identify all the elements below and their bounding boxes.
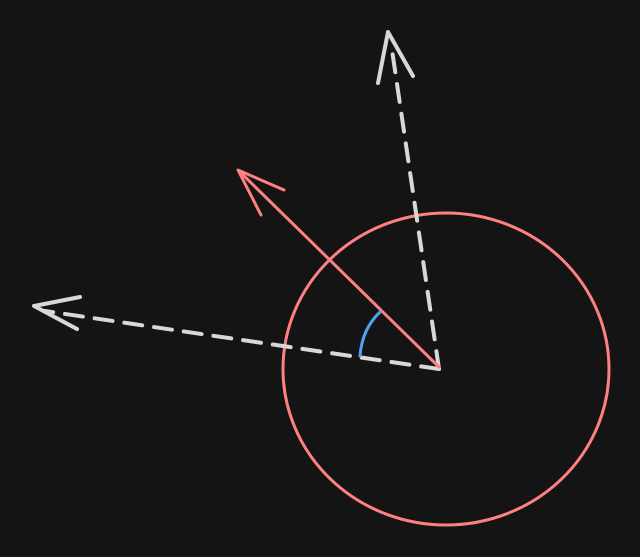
- dashed-axis-left-arrow: [32, 295, 441, 371]
- circle-shape: [281, 211, 611, 527]
- solid-vector-arrow: [236, 168, 441, 369]
- angle-arc: [358, 310, 382, 358]
- dashed-axis-up-arrow: [376, 30, 441, 371]
